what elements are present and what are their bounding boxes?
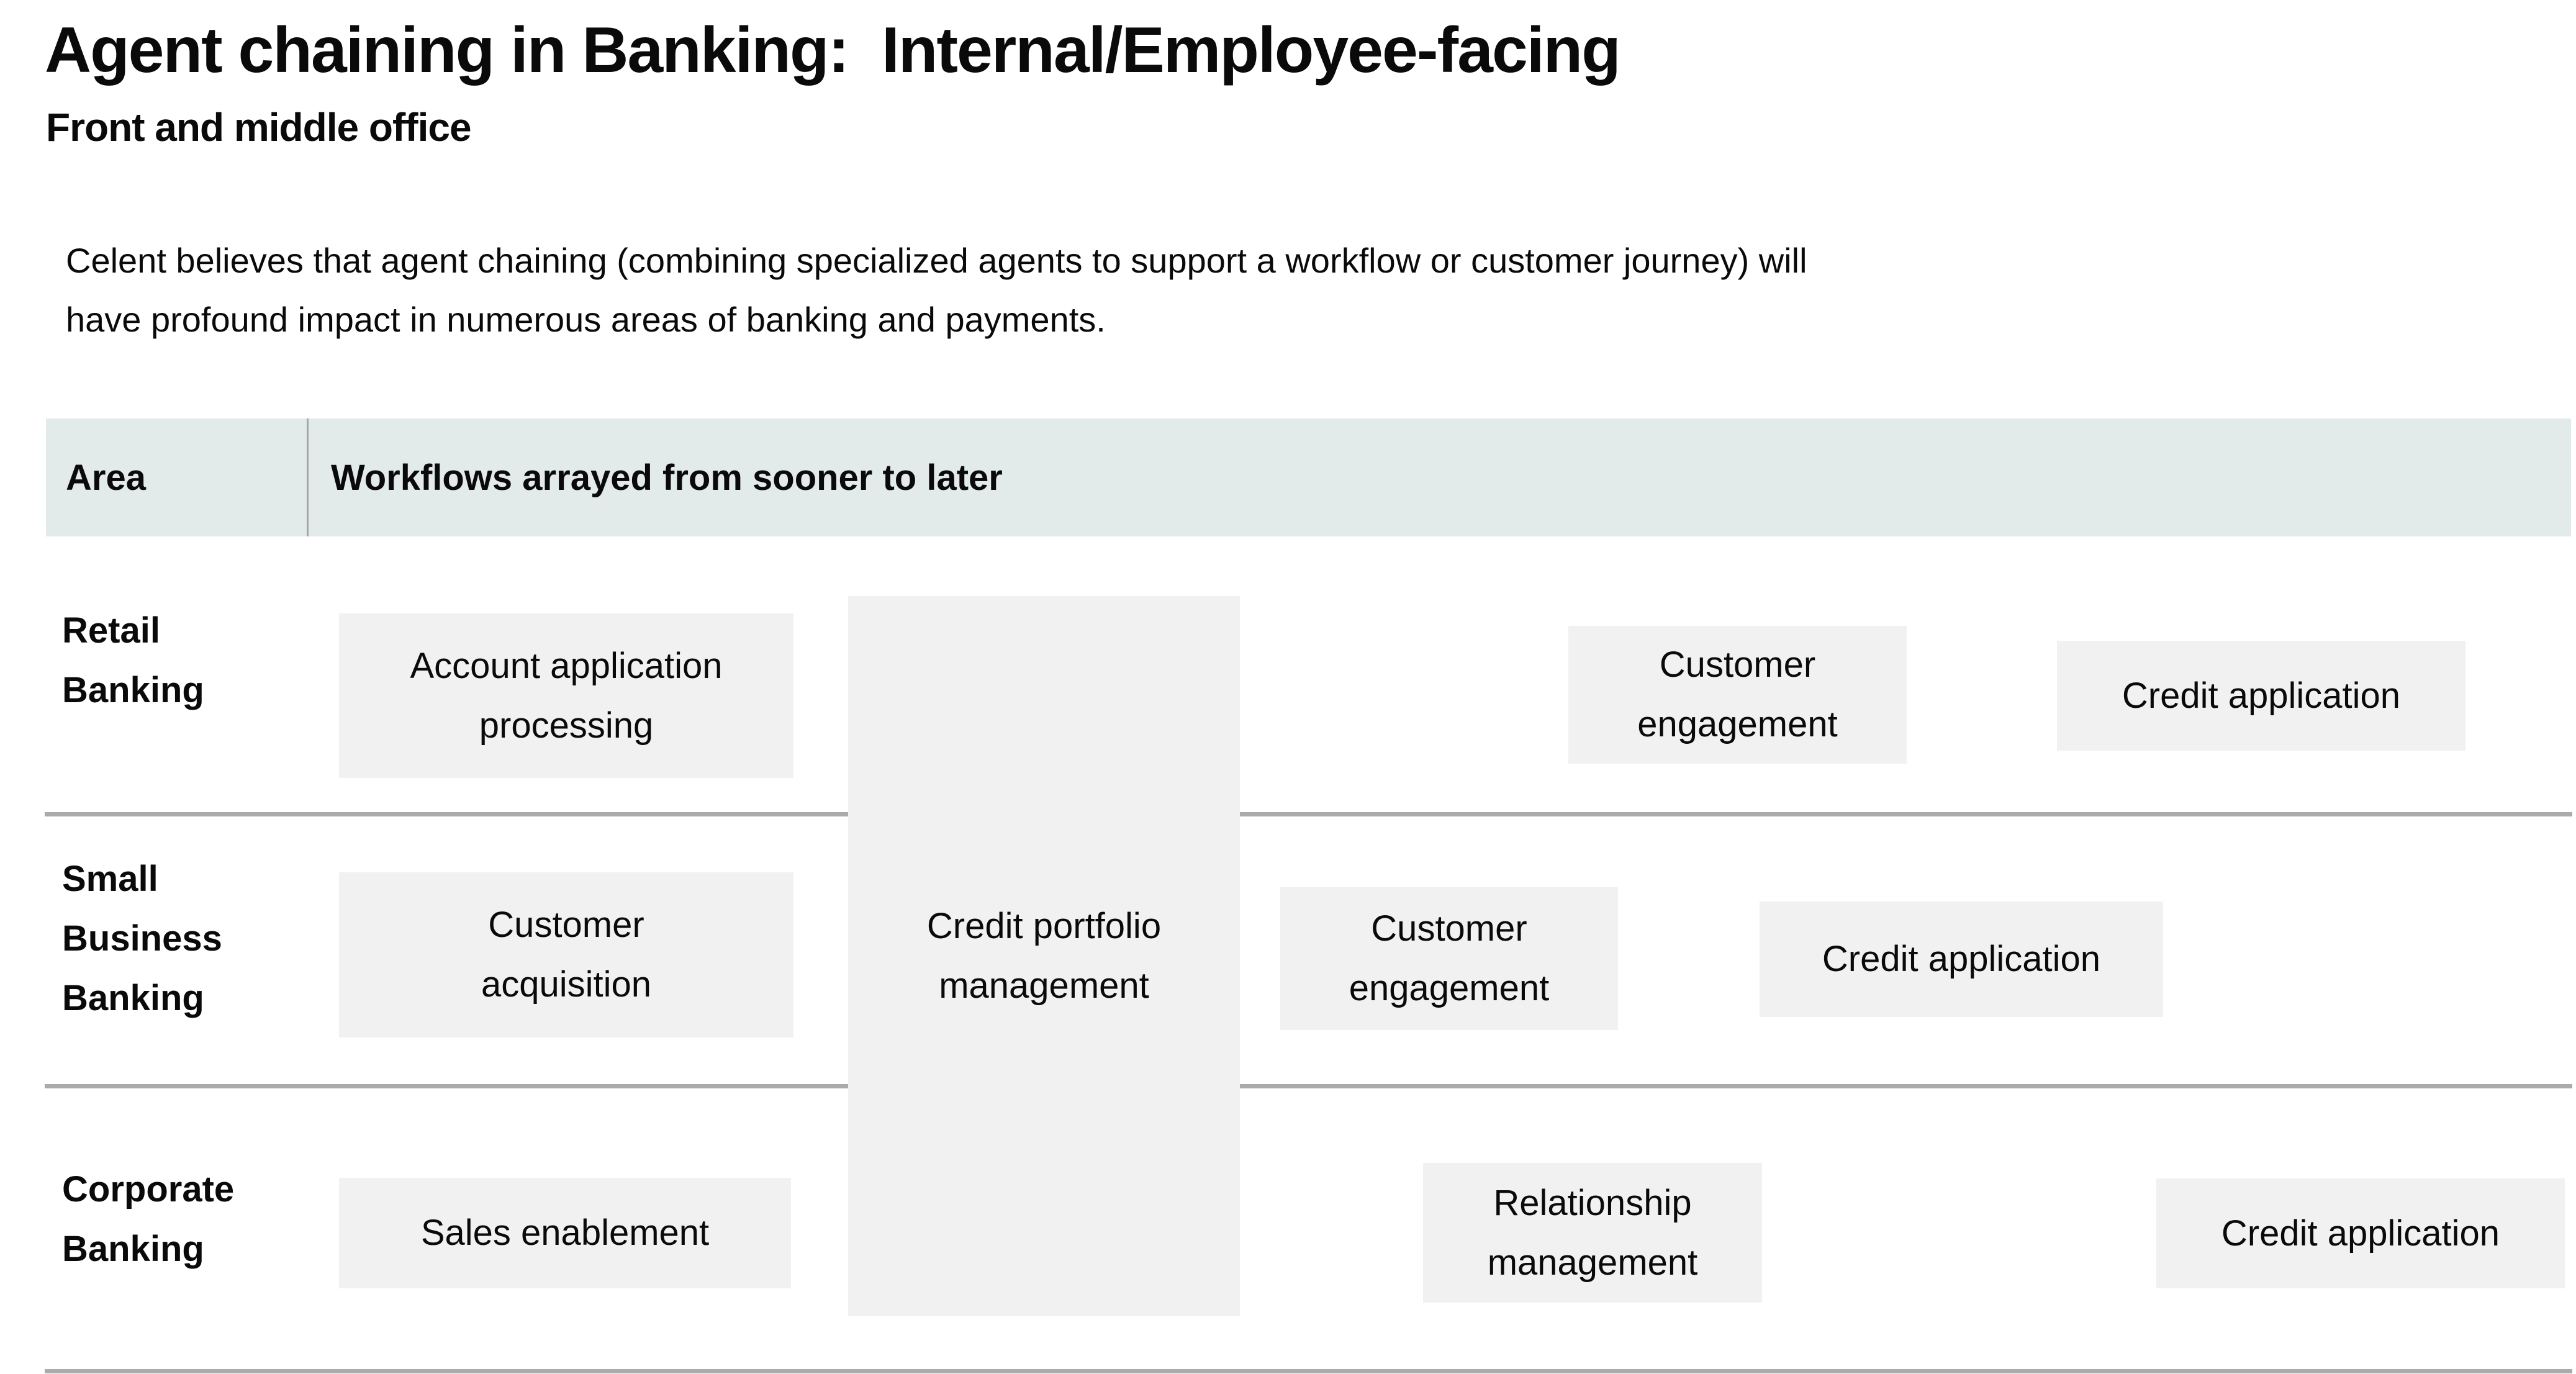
intro-paragraph-line: Celent believes that agent chaining (com… bbox=[66, 241, 1807, 280]
row-separator-retail-smallbusiness bbox=[45, 812, 2572, 816]
table-bottom-separator bbox=[45, 1369, 2572, 1373]
page-title: Agent chaining in Banking: Internal/Empl… bbox=[45, 14, 1621, 86]
header-column-divider bbox=[307, 418, 309, 536]
table-header-band: Area Workflows arrayed from sooner to la… bbox=[46, 418, 2571, 536]
page-subtitle: Front and middle office bbox=[46, 105, 472, 150]
workflow-box-credit-application-retail: Credit application bbox=[2057, 641, 2465, 751]
workflow-box-relationship-management: Relationship management bbox=[1423, 1163, 1762, 1303]
workflow-box-label: Customer acquisition bbox=[481, 905, 652, 1005]
workflow-box-customer-engagement-smallbusiness: Customer engagement bbox=[1280, 887, 1618, 1030]
workflow-box-account-application-processing: Account application processing bbox=[339, 613, 793, 778]
row-label-corporate-banking: Corporate Banking bbox=[62, 1169, 235, 1269]
workflows-column-header: Workflows arrayed from sooner to later bbox=[331, 457, 1003, 498]
row-label-small-business-banking: Small Business Banking bbox=[62, 859, 222, 1018]
workflow-box-label: Relationship management bbox=[1487, 1182, 1698, 1283]
workflow-box-customer-acquisition: Customer acquisition bbox=[339, 872, 793, 1037]
row-label-retail-banking: Retail Banking bbox=[62, 610, 204, 710]
workflow-box-label: Credit application bbox=[1822, 939, 2101, 979]
workflow-box-label: Credit application bbox=[2221, 1213, 2500, 1254]
workflow-box-credit-application-smallbusiness: Credit application bbox=[1760, 902, 2163, 1017]
workflow-box-label: Sales enablement bbox=[420, 1213, 710, 1253]
intro-paragraph-line: have profound impact in numerous areas o… bbox=[66, 300, 1106, 339]
area-column-header: Area bbox=[66, 457, 146, 498]
intro-paragraph: Celent believes that agent chaining (com… bbox=[66, 231, 1807, 349]
workflow-box-credit-portfolio-management: Credit portfolio management bbox=[848, 596, 1240, 1316]
workflow-box-credit-application-corporate: Credit application bbox=[2156, 1178, 2565, 1288]
workflow-box-sales-enablement: Sales enablement bbox=[339, 1178, 791, 1288]
workflow-box-label: Account application processing bbox=[410, 645, 723, 746]
workflow-box-label: Credit application bbox=[2122, 675, 2401, 716]
workflow-box-label: Customer engagement bbox=[1637, 644, 1838, 744]
workflow-box-label: Customer engagement bbox=[1349, 908, 1550, 1008]
workflow-box-label: Credit portfolio management bbox=[926, 906, 1162, 1006]
row-separator-smallbusiness-corporate bbox=[45, 1084, 2572, 1088]
workflow-box-customer-engagement-retail: Customer engagement bbox=[1568, 626, 1907, 764]
